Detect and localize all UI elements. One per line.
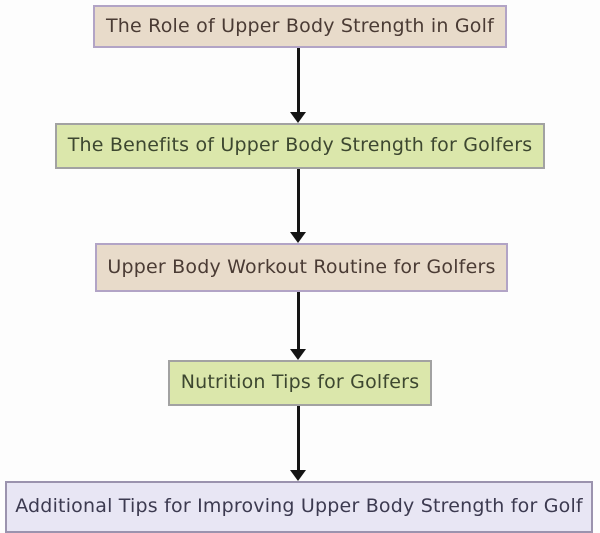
arrow-shaft	[296, 292, 300, 349]
flow-node-nutrition-tips: Nutrition Tips for Golfers	[168, 360, 432, 406]
flow-node-workout-routine: Upper Body Workout Routine for Golfers	[95, 243, 508, 292]
arrow-head-icon	[290, 470, 306, 481]
flow-node-additional-tips: Additional Tips for Improving Upper Body…	[5, 481, 593, 533]
arrow-shaft	[296, 48, 300, 112]
arrow-head-icon	[290, 112, 306, 123]
flow-arrow-2	[290, 169, 306, 243]
arrow-head-icon	[290, 349, 306, 360]
arrow-shaft	[296, 169, 300, 232]
arrow-shaft	[296, 406, 300, 470]
flow-arrow-3	[290, 292, 306, 360]
arrow-head-icon	[290, 232, 306, 243]
flow-arrow-1	[290, 48, 306, 123]
flow-node-role-of-upper-body-strength: The Role of Upper Body Strength in Golf	[93, 5, 507, 48]
flow-node-benefits-of-upper-body-strength: The Benefits of Upper Body Strength for …	[55, 123, 545, 169]
flow-arrow-4	[290, 406, 306, 481]
